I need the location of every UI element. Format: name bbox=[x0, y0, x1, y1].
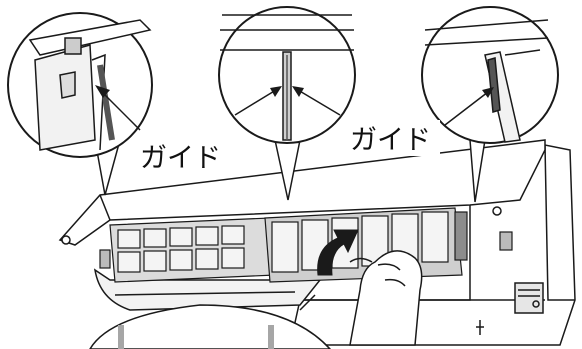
magnified-circle-bottom bbox=[89, 294, 332, 349]
air-filter-left bbox=[99, 217, 276, 283]
guide-label-right-bg bbox=[348, 120, 440, 156]
front-panel-open bbox=[58, 139, 546, 246]
detail-circle-left bbox=[7, 12, 153, 158]
hand-icon bbox=[349, 250, 423, 346]
guide-label-left-bg bbox=[138, 138, 230, 174]
detail-circle-middle bbox=[218, 6, 356, 144]
detail-circle-right bbox=[421, 6, 559, 144]
guide-label-left: ガイド bbox=[140, 143, 221, 174]
rotation-arrow-icon bbox=[317, 229, 359, 276]
guide-label-right: ガイド bbox=[350, 125, 431, 156]
